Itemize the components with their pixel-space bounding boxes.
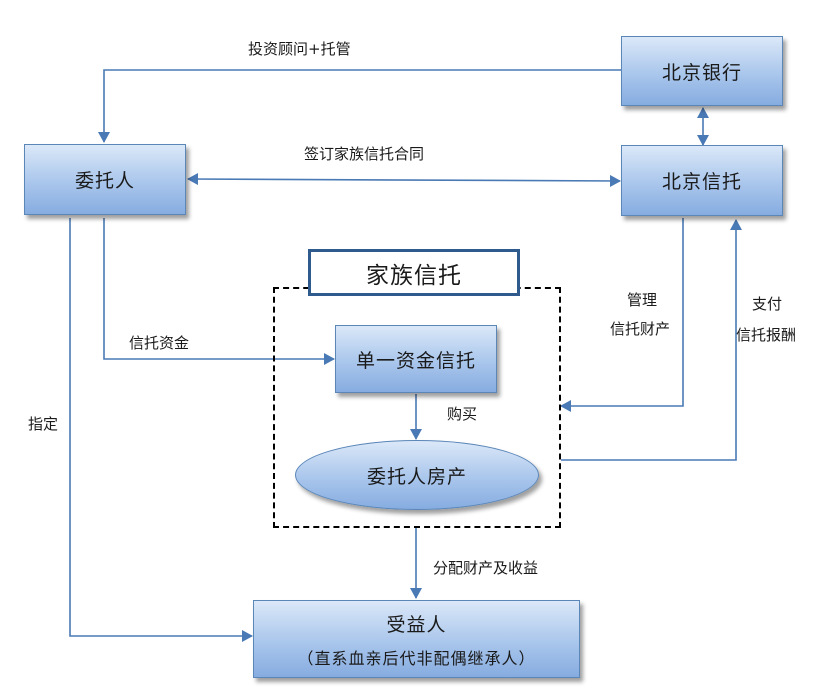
family-trust-title-label: 家族信托 <box>366 262 462 289</box>
edge-client-trust-contract <box>187 173 621 187</box>
property-node: 委托人房产 <box>295 440 539 510</box>
beneficiary-node: 受益人 （直系血亲后代非配偶继承人） <box>253 600 580 678</box>
single-fund-trust-node-label: 单一资金信托 <box>355 349 476 372</box>
label-advisory-custody: 投资顾问+托管 <box>248 40 351 58</box>
label-manage-line1: 管理 <box>627 291 658 309</box>
client-node: 委托人 <box>24 144 186 215</box>
family-trust-title: 家族信托 <box>308 249 520 296</box>
label-manage-line2: 信托财产 <box>610 320 671 338</box>
property-node-label: 委托人房产 <box>366 465 467 488</box>
label-sign-contract: 签订家族信托合同 <box>304 145 425 163</box>
label-pay-line2: 信托报酬 <box>736 326 797 344</box>
edge-client-to-fund-trust <box>103 218 335 365</box>
edge-pay-fee-to-trust <box>561 219 742 461</box>
beneficiary-node-label: 受益人 <box>386 613 447 636</box>
trust-company-node: 北京信托 <box>621 145 783 216</box>
edge-bank-to-client <box>98 69 621 143</box>
edge-client-designate-beneficiary <box>69 218 253 642</box>
client-node-label: 委托人 <box>74 170 135 192</box>
label-pay-line1: 支付 <box>752 295 783 313</box>
bank-node: 北京银行 <box>621 36 783 106</box>
trust-company-node-label: 北京信托 <box>661 171 742 193</box>
label-purchase: 购买 <box>447 405 478 423</box>
label-designate: 指定 <box>28 415 59 433</box>
label-trust-funds: 信托资金 <box>129 334 190 352</box>
edge-trust-manage <box>560 218 684 412</box>
beneficiary-note: （直系血亲后代非配偶继承人） <box>297 648 536 668</box>
single-fund-trust-node: 单一资金信托 <box>335 325 497 393</box>
bank-node-label: 北京银行 <box>661 61 742 84</box>
label-distribute: 分配财产及收益 <box>433 559 539 577</box>
